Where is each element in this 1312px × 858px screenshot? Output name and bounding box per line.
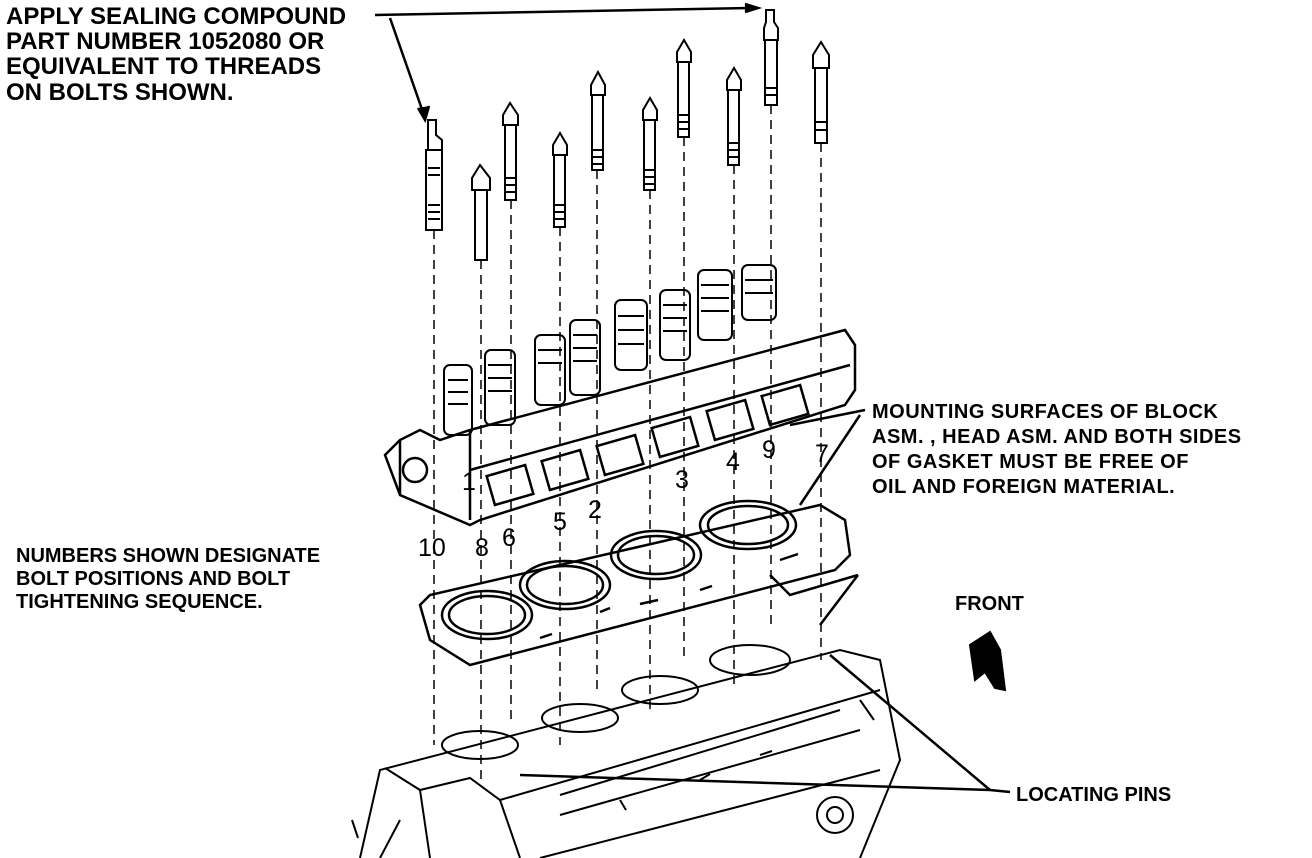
bolt-number-6: 6: [502, 524, 516, 552]
bolt-number-5: 5: [553, 508, 567, 536]
bolt: [471, 163, 491, 261]
bolt: [642, 96, 658, 191]
head-bolts: [425, 9, 830, 261]
mounting-surfaces-callout: MOUNTING SURFACES OF BLOCK ASM. , HEAD A…: [872, 401, 1242, 498]
sealing-compound-callout: APPLY SEALING COMPOUND PART NUMBER 10520…: [6, 3, 347, 106]
bolt-number-4: 4: [726, 448, 740, 476]
bolt-number-8: 8: [475, 534, 489, 562]
bolt-number-9: 9: [762, 436, 776, 464]
front-arrow-icon: [968, 630, 1007, 692]
bolt: [763, 9, 779, 106]
front-label: FRONT: [955, 593, 1024, 615]
bolt-number-3: 3: [675, 466, 689, 494]
bolt-number-1: 1: [462, 468, 476, 496]
bolt-number-2: 2: [588, 496, 602, 524]
bolt: [590, 69, 606, 171]
bolt: [812, 40, 830, 144]
bolt: [676, 38, 692, 138]
bolt: [552, 131, 568, 228]
bolt-alignment-lines: [433, 105, 822, 780]
bolt: [502, 101, 519, 201]
bolt-sequence-numbers: 1 2 3 4 5 6 7 8 9 10: [418, 436, 829, 562]
bolt-sequence-note: NUMBERS SHOWN DESIGNATE BOLT POSITIONS A…: [16, 545, 321, 613]
bolt: [425, 119, 443, 231]
cylinder-head: [383, 264, 857, 527]
locating-pins-label: LOCATING PINS: [1016, 784, 1172, 806]
bolt: [726, 66, 742, 166]
bolt-number-7: 7: [815, 440, 829, 468]
head-gasket: [418, 499, 852, 667]
callout-leaders: [374, 2, 1011, 794]
engine-block: [351, 644, 902, 858]
bolt-number-10: 10: [418, 534, 446, 562]
